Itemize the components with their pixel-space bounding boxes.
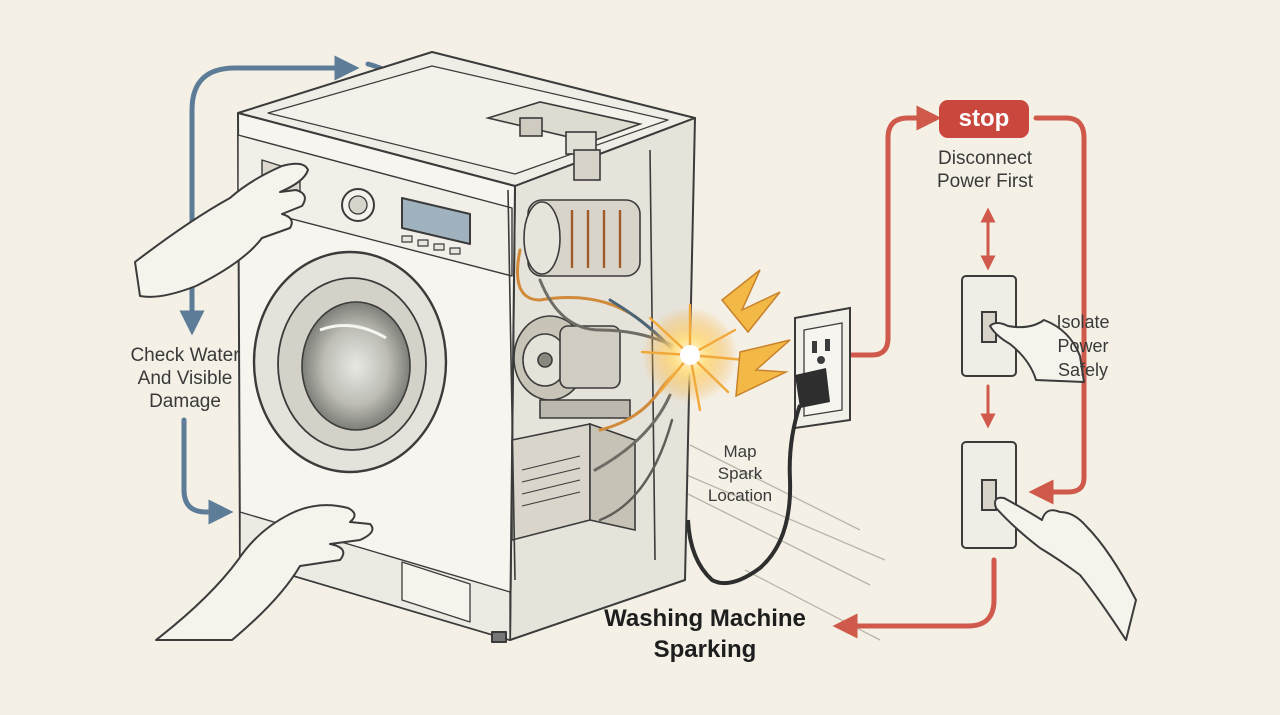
disconnect-power-label: Disconnect Power First	[915, 147, 1055, 193]
title-line-1: Washing Machine	[604, 605, 806, 632]
disconnect-line-2: Power First	[936, 171, 1034, 192]
machine-internals	[484, 101, 656, 581]
electric-outlet-icon	[794, 306, 851, 430]
hand-switch-upper	[989, 319, 1085, 383]
hand-icon	[134, 162, 1137, 641]
map-spark-line-3: Location	[707, 486, 773, 505]
check-water-line-3: Damage	[149, 391, 221, 412]
title-line-2: Sparking	[653, 636, 757, 663]
red-arrow-to-title	[832, 557, 997, 639]
isolate-line-1: Isolate	[1056, 312, 1110, 332]
map-spark-label: Map Spark Location	[690, 441, 790, 507]
hand-switch-lower	[994, 496, 1137, 641]
spark-burst-icon	[640, 269, 791, 412]
map-spark-line-2: Spark	[717, 464, 763, 483]
disconnect-line-1: Disconnect	[938, 148, 1032, 169]
isolate-line-3: Safely	[1057, 360, 1109, 380]
blue-arrow-top	[189, 55, 360, 333]
check-water-line-1: Check Water	[130, 345, 240, 366]
isolate-line-2: Power	[1057, 336, 1109, 356]
hand-top-left	[134, 162, 309, 298]
red-arrow-stop-loop	[1028, 115, 1087, 505]
check-water-label: Check Water And Visible Damage	[110, 344, 260, 413]
hand-bottom-left	[155, 504, 374, 641]
map-spark-line-1: Map	[723, 442, 757, 461]
stop-badge: stop	[939, 100, 1029, 138]
power-arrows	[832, 105, 1087, 639]
check-water-line-2: And Visible	[137, 368, 233, 389]
power-plug-icon	[686, 368, 830, 585]
blue-arrow-bottom	[181, 417, 234, 525]
diagram-title: Washing Machine Sparking	[585, 603, 825, 665]
red-arrow-outlet-to-stop	[849, 105, 942, 358]
isolate-power-label: Isolate Power Safely	[1036, 310, 1130, 382]
